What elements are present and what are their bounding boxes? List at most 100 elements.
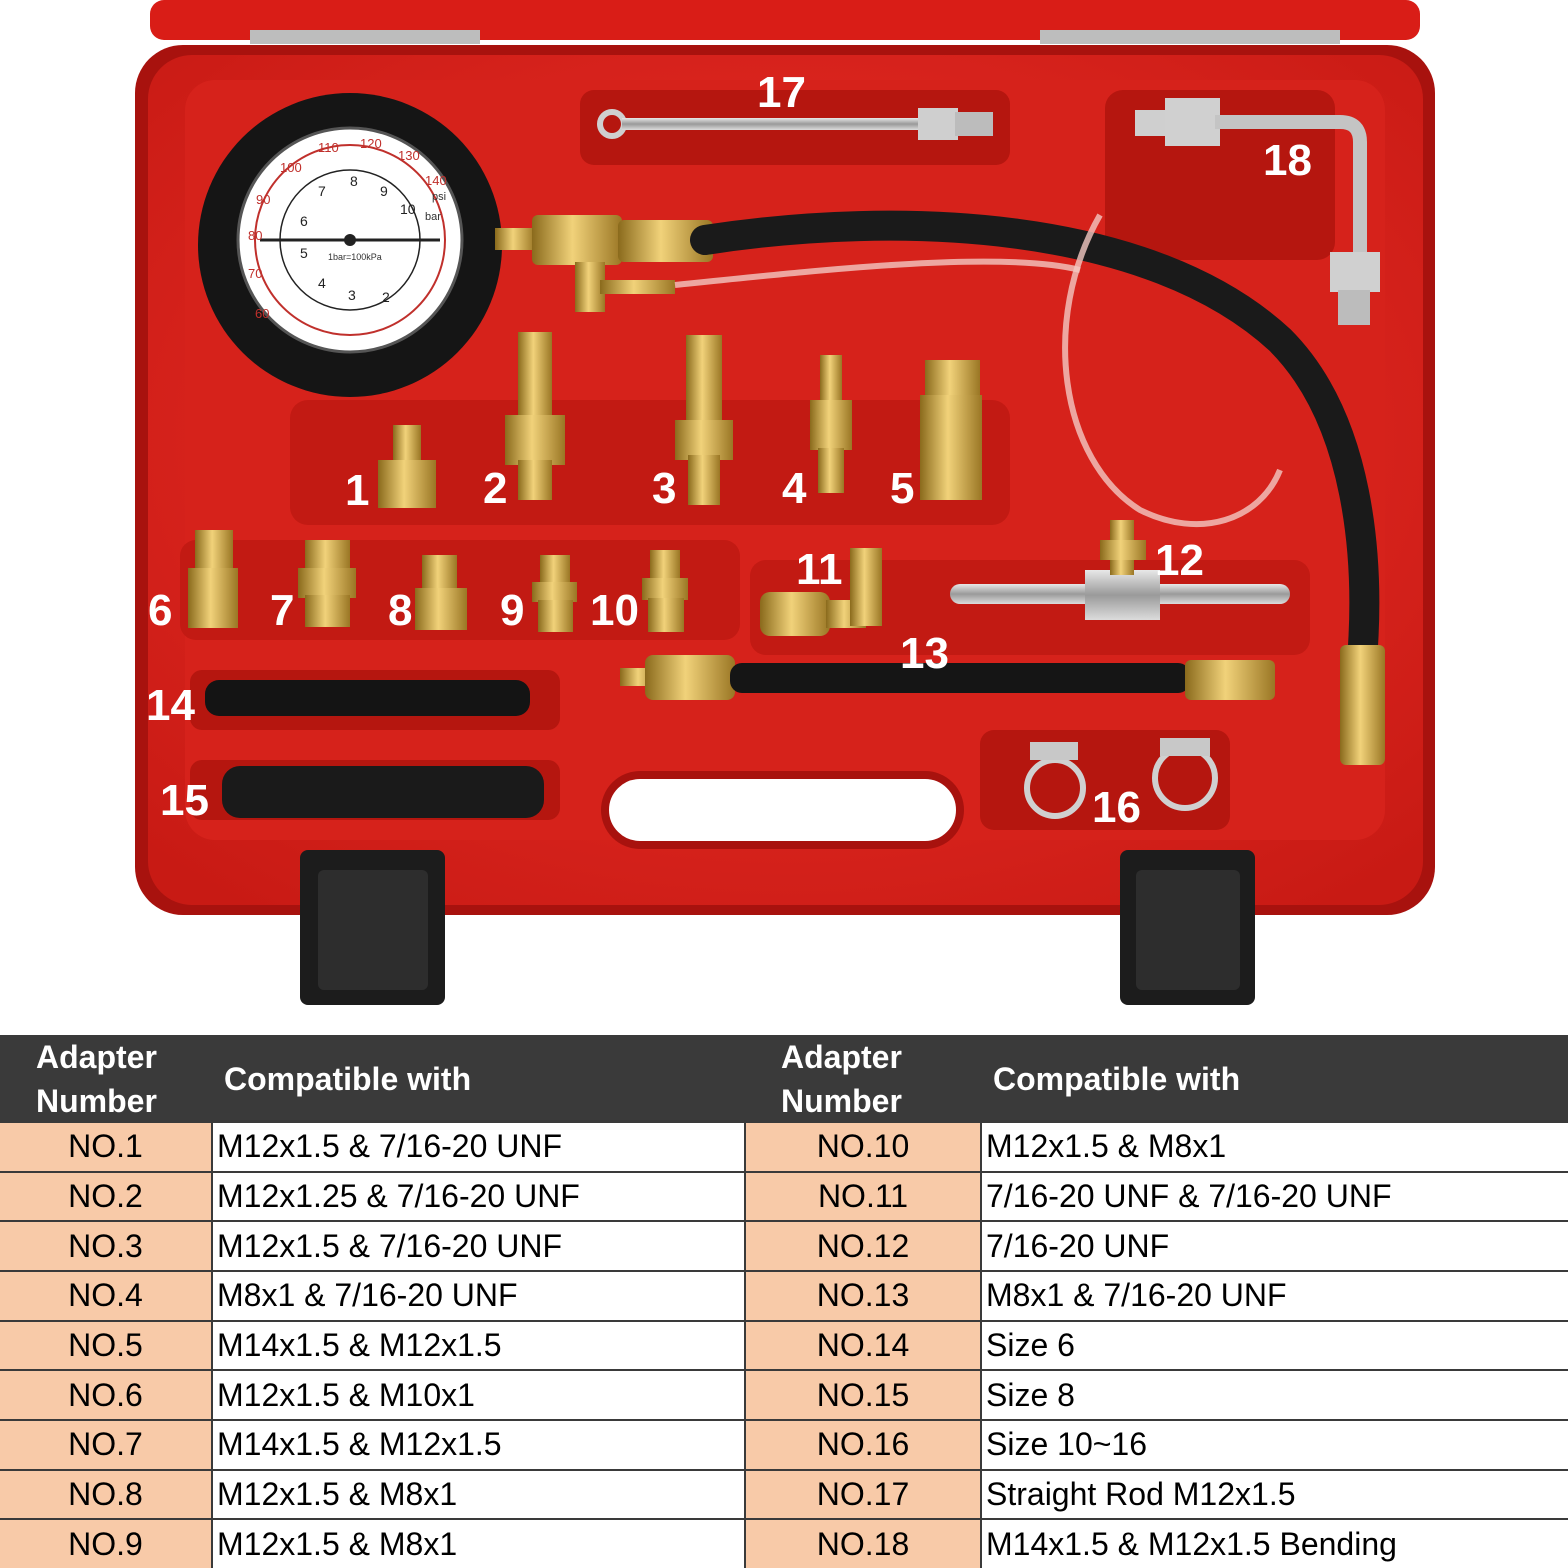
case-latches (300, 850, 1255, 1005)
gauge-kpa-label: 1bar=100kPa (328, 252, 382, 262)
gauge-outer-label-8: 140 (425, 173, 447, 188)
gauge-inner-label-5: 7 (318, 183, 326, 199)
callout-1: 1 (345, 466, 369, 515)
gauge-outer-label-6: 120 (360, 136, 382, 151)
callout-15: 15 (160, 776, 209, 825)
callout-labels: 1 2 3 4 5 6 7 8 9 10 11 12 13 14 15 16 1… (146, 68, 1312, 832)
tool-kit-photo: 60 70 80 90 100 110 120 130 140 2 3 4 5 … (135, 0, 1435, 1005)
table-row: NO.6 M12x1.5 & M10x1 NO.15 Size 8 (0, 1369, 1568, 1420)
header-compatible-left: Compatible with (212, 1035, 745, 1123)
clamps-16 (1024, 738, 1218, 819)
callout-10: 10 (590, 586, 639, 635)
gauge-outer-label-2: 80 (248, 228, 262, 243)
compatible-cell: M8x1 & 7/16-20 UNF (980, 1269, 1568, 1321)
adapter-number-cell: NO.14 (744, 1319, 981, 1371)
adapter-number-cell: NO.1 (0, 1123, 212, 1172)
gauge-hose (495, 210, 1385, 765)
compatible-cell: Size 6 (980, 1319, 1568, 1371)
callout-6: 6 (148, 586, 172, 635)
table-row: NO.3 M12x1.5 & 7/16-20 UNF NO.12 7/16-20… (0, 1220, 1568, 1271)
callout-18: 18 (1263, 136, 1312, 185)
table-row: NO.5 M14x1.5 & M12x1.5 NO.14 Size 6 (0, 1319, 1568, 1371)
table-row: NO.1 M12x1.5 & 7/16-20 UNF NO.10 M12x1.5… (0, 1123, 1568, 1172)
compatible-cell: M8x1 & 7/16-20 UNF (211, 1269, 745, 1321)
gauge-inner-label-2: 4 (318, 275, 326, 291)
table-row: NO.9 M12x1.5 & M8x1 NO.18 M14x1.5 & M12x… (0, 1518, 1568, 1568)
adapter-compatibility-table: Adapter Number Compatible with Adapter N… (0, 1035, 1568, 1568)
adapters-6-to-10 (188, 530, 688, 632)
gauge-outer-label-5: 110 (318, 140, 339, 155)
adapter-number-cell: NO.13 (744, 1269, 981, 1321)
adapter-number-cell: NO.4 (0, 1269, 212, 1321)
adapter-number-cell: NO.18 (744, 1518, 981, 1568)
adapter-17-straight-rod (597, 108, 993, 140)
compatible-cell: 7/16-20 UNF & 7/16-20 UNF (980, 1170, 1568, 1222)
case-lid (150, 0, 1420, 44)
compatible-cell: M12x1.5 & M8x1 (211, 1468, 745, 1520)
gauge-inner-label-7: 9 (380, 183, 388, 199)
adapter-number-cell: NO.11 (744, 1170, 981, 1222)
gauge-psi-label: psi (432, 191, 446, 203)
gauge-outer-label-3: 90 (256, 192, 270, 207)
compatible-cell: 7/16-20 UNF (980, 1220, 1568, 1271)
compatible-cell: M14x1.5 & M12x1.5 Bending (980, 1518, 1568, 1568)
adapters-1-to-5 (378, 332, 982, 508)
adapter-number-cell: NO.6 (0, 1369, 212, 1420)
compatible-cell: M12x1.5 & 7/16-20 UNF (211, 1220, 745, 1271)
callout-3: 3 (652, 464, 676, 513)
adapter-number-cell: NO.16 (744, 1418, 981, 1470)
callout-8: 8 (388, 586, 412, 635)
adapter-number-cell: NO.15 (744, 1369, 981, 1420)
adapter-number-cell: NO.17 (744, 1468, 981, 1520)
adapter-number-cell: NO.9 (0, 1518, 212, 1568)
callout-4: 4 (782, 464, 807, 513)
adapter-number-cell: NO.2 (0, 1170, 212, 1222)
header-compatible-right: Compatible with (981, 1035, 1568, 1123)
gauge-outer-label-0: 60 (255, 306, 269, 321)
table-row: NO.7 M14x1.5 & M12x1.5 NO.16 Size 10~16 (0, 1418, 1568, 1470)
adapter-number-cell: NO.10 (744, 1123, 981, 1172)
adapter-number-cell: NO.12 (744, 1220, 981, 1271)
callout-12: 12 (1155, 536, 1204, 585)
table-row: NO.4 M8x1 & 7/16-20 UNF NO.13 M8x1 & 7/1… (0, 1269, 1568, 1321)
callout-16: 16 (1092, 783, 1141, 832)
callout-17: 17 (757, 68, 806, 117)
gauge-inner-label-0: 2 (382, 289, 390, 305)
gauge-inner-label-6: 8 (350, 173, 358, 189)
compatible-cell: Size 10~16 (980, 1418, 1568, 1470)
gauge-outer-label-4: 100 (280, 160, 302, 175)
callout-11: 11 (796, 545, 843, 594)
header-adapter-number-left: Adapter Number (0, 1035, 212, 1123)
adapter-number-cell: NO.5 (0, 1319, 212, 1371)
compatible-cell: M14x1.5 & M12x1.5 (211, 1418, 745, 1470)
table-header-row: Adapter Number Compatible with Adapter N… (0, 1035, 1568, 1123)
compatible-cell: M12x1.25 & 7/16-20 UNF (211, 1170, 745, 1222)
hoses-14-15 (205, 680, 544, 818)
gauge-inner-label-1: 3 (348, 287, 356, 303)
gauge-inner-label-4: 6 (300, 213, 308, 229)
adapter-18-bend-rod (1135, 98, 1380, 325)
callout-5: 5 (890, 464, 914, 513)
adapter-number-cell: NO.7 (0, 1418, 212, 1470)
table-row: NO.2 M12x1.25 & 7/16-20 UNF NO.11 7/16-2… (0, 1170, 1568, 1222)
gauge-outer-label-7: 130 (398, 148, 420, 163)
compatible-cell: Size 8 (980, 1369, 1568, 1420)
compatible-cell: M12x1.5 & 7/16-20 UNF (211, 1123, 745, 1172)
gauge-inner-label-3: 5 (300, 245, 308, 261)
table-row: NO.8 M12x1.5 & M8x1 NO.17 Straight Rod M… (0, 1468, 1568, 1520)
compatible-cell: Straight Rod M12x1.5 (980, 1468, 1568, 1520)
callout-2: 2 (483, 464, 507, 513)
compatible-cell: M12x1.5 & M8x1 (211, 1518, 745, 1568)
callout-14: 14 (146, 681, 195, 730)
adapter-number-cell: NO.3 (0, 1220, 212, 1271)
adapter-number-cell: NO.8 (0, 1468, 212, 1520)
compatible-cell: M12x1.5 & M8x1 (980, 1123, 1568, 1172)
callout-9: 9 (500, 586, 524, 635)
compatible-cell: M14x1.5 & M12x1.5 (211, 1319, 745, 1371)
gauge-inner-label-8: 10 (400, 201, 416, 217)
adapters-11-12-13 (620, 520, 1290, 700)
callout-7: 7 (270, 586, 294, 635)
gauge-outer-label-1: 70 (248, 266, 262, 281)
callout-13: 13 (900, 629, 949, 678)
compatible-cell: M12x1.5 & M10x1 (211, 1369, 745, 1420)
